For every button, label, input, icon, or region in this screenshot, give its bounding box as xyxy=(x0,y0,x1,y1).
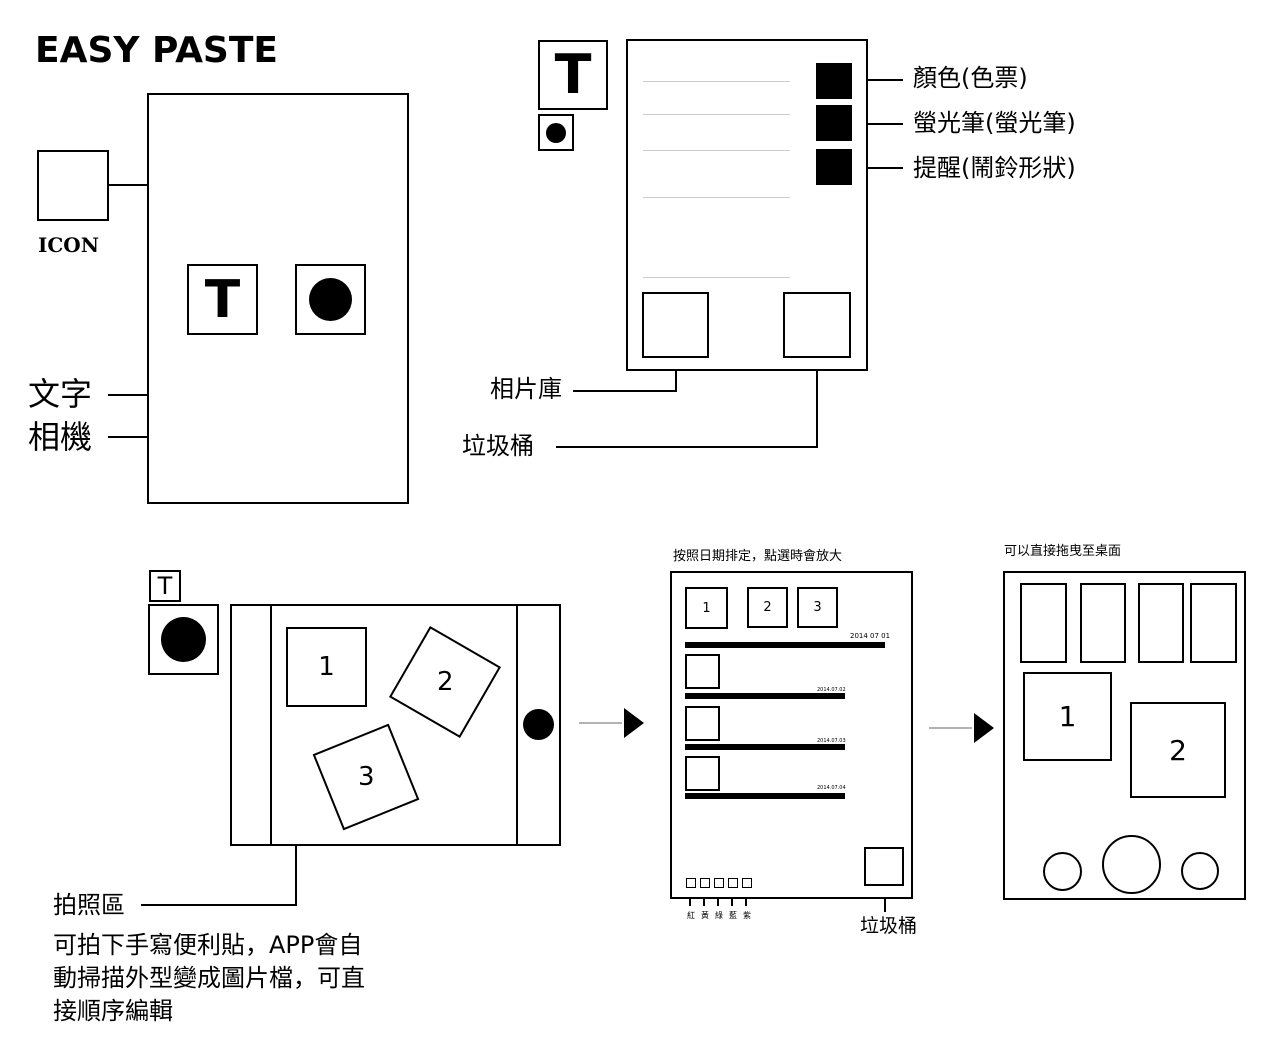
gallery-button[interactable] xyxy=(642,292,709,358)
ruled-line xyxy=(643,277,790,278)
date-label: 2014.07.02 xyxy=(817,687,846,693)
text-button[interactable]: T xyxy=(187,264,258,335)
ruled-line xyxy=(643,114,790,115)
shutter-button[interactable] xyxy=(523,709,554,740)
trash-label: 垃圾桶 xyxy=(860,915,918,937)
viewfinder-divider-right xyxy=(516,604,518,846)
color-tab[interactable] xyxy=(700,878,710,888)
desktop-caption: 可以直接拖曳至桌面 xyxy=(1004,544,1122,559)
desktop-note-1[interactable]: 1 xyxy=(1023,672,1112,761)
thumbnail[interactable]: 2 xyxy=(747,587,788,628)
camera-viewfinder xyxy=(230,604,561,846)
camera-button[interactable] xyxy=(148,604,219,675)
highlighter-button[interactable] xyxy=(816,105,852,141)
desktop-note-2[interactable]: 2 xyxy=(1130,702,1226,798)
camera-button[interactable] xyxy=(295,264,366,335)
text-t-icon: T xyxy=(157,572,173,600)
text-t-icon: T xyxy=(204,270,241,330)
ruled-line xyxy=(643,150,790,151)
ruled-line xyxy=(643,197,790,198)
desktop-slot[interactable] xyxy=(1190,583,1237,663)
photo-area-label: 拍照區 xyxy=(53,891,125,919)
arrow-right-icon xyxy=(624,708,644,738)
arrow-right-icon xyxy=(974,713,994,743)
trash-label: 垃圾桶 xyxy=(462,432,534,460)
note-thumbnail[interactable] xyxy=(685,654,720,689)
desktop-slot[interactable] xyxy=(1080,583,1126,663)
desktop-slot[interactable] xyxy=(1138,583,1184,663)
date-label: 2014 07 01 xyxy=(850,632,891,640)
color-tab-label: 藍 xyxy=(729,911,737,920)
circle-button-large[interactable] xyxy=(1102,835,1161,894)
trash-button[interactable] xyxy=(783,292,851,358)
date-bar xyxy=(685,693,845,699)
color-tab[interactable] xyxy=(742,878,752,888)
camera-circle-icon xyxy=(161,617,206,662)
date-label: 2014.07.03 xyxy=(817,738,846,744)
color-label: 顏色(色票) xyxy=(913,64,1028,92)
description-line: 可拍下手寫便利貼，APP會自 xyxy=(53,931,363,959)
viewfinder-divider-left xyxy=(270,604,272,846)
description-line: 動掃描外型變成圖片檔，可直 xyxy=(53,964,365,992)
color-swatch-button[interactable] xyxy=(816,63,852,99)
circle-button[interactable] xyxy=(1181,852,1219,890)
thumbnail[interactable]: 1 xyxy=(685,587,728,629)
camera-circle-icon xyxy=(309,278,352,321)
text-button[interactable]: T xyxy=(538,40,608,110)
color-tab-label: 綠 xyxy=(715,911,723,920)
color-tab[interactable] xyxy=(686,878,696,888)
label-camera: 相機 xyxy=(28,418,93,456)
color-tab-label: 紅 xyxy=(687,911,695,920)
label-text: 文字 xyxy=(28,375,93,413)
note-thumbnail[interactable] xyxy=(685,706,720,741)
text-button-small[interactable]: T xyxy=(149,570,181,602)
desktop-slot[interactable] xyxy=(1020,583,1067,663)
note-thumbnail[interactable] xyxy=(685,756,720,791)
date-bar xyxy=(685,744,845,750)
reminder-button[interactable] xyxy=(816,149,852,185)
icon-label: ICON xyxy=(38,233,99,257)
color-tab[interactable] xyxy=(714,878,724,888)
color-tab-label: 紫 xyxy=(743,911,751,920)
date-bar xyxy=(685,793,845,799)
reminder-label: 提醒(鬧鈴形狀) xyxy=(913,154,1076,182)
circle-button[interactable] xyxy=(1043,852,1082,891)
ruled-line xyxy=(643,81,790,82)
color-tab[interactable] xyxy=(728,878,738,888)
date-bar xyxy=(685,642,885,648)
highlighter-label: 螢光筆(螢光筆) xyxy=(913,109,1076,137)
timeline-caption: 按照日期排定，點選時會放大 xyxy=(673,549,843,564)
app-icon-box[interactable] xyxy=(37,150,109,221)
camera-button-small[interactable] xyxy=(538,114,574,151)
trash-button[interactable] xyxy=(864,847,904,886)
sticky-note-1: 1 xyxy=(286,627,367,707)
gallery-label: 相片庫 xyxy=(490,375,562,403)
thumbnail[interactable]: 3 xyxy=(797,587,838,628)
text-t-icon: T xyxy=(554,43,592,106)
color-tab-label: 黃 xyxy=(701,911,709,920)
description-line: 接順序編輯 xyxy=(53,997,173,1025)
date-label: 2014.07.04 xyxy=(817,785,846,791)
camera-circle-icon xyxy=(546,123,566,143)
app-title: EASY PASTE xyxy=(35,30,278,71)
